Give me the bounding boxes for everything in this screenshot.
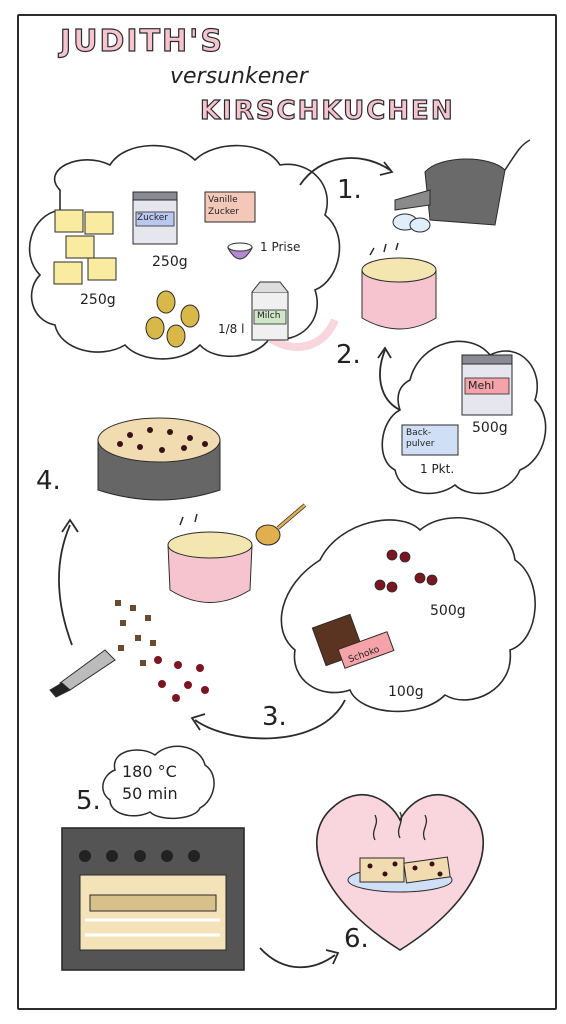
oven-icon [61,827,245,971]
arrow-step4 [58,524,73,646]
milk-carton-icon [251,281,289,341]
temperature-cloud [102,745,215,820]
salt-bowl-icon [227,242,253,260]
eggs-icon [145,290,200,348]
step-4: 4. [36,466,61,496]
mixing-bowl-icon [167,513,253,603]
milk-label: Milch [257,311,281,321]
step-5: 5. [76,786,101,816]
vanilla-sugar-icon [204,191,256,223]
oven-temperature: 180 °C [122,762,177,781]
knife-icon [49,649,116,698]
step-2: 2. [336,340,361,370]
arrow-step3 [194,699,346,740]
baking-powder-icon [401,424,459,456]
chocolate-bar-icon [311,613,395,669]
chocolate-amount: 100g [388,684,424,700]
baking-powder-label: Back-pulver [406,428,435,449]
cherries-amount: 500g [430,603,466,619]
cherries-icon [374,549,438,593]
vanilla-label: Vanille Zucker [208,195,239,217]
title-line2: versunkener [170,64,308,89]
sugar-bag-icon [132,191,178,245]
ingredients-cloud-3 [280,516,536,713]
arrow-step2 [379,349,401,411]
sugar-label: Zucker [137,213,168,223]
salt-amount: 1 Prise [260,240,301,254]
hand-mixer-icon [392,139,531,233]
butter-amount: 250g [80,292,116,308]
flour-amount: 500g [472,420,508,436]
title-line1: JUDITH'S [59,23,224,59]
spoon-icon [255,503,307,546]
flour-label: Mehl [468,379,495,392]
step-6: 6. [344,924,369,954]
cake-tin-icon [97,417,221,501]
step-1: 1. [337,175,362,205]
milk-amount: 1/8 l [218,322,245,336]
flour-bag-icon [461,354,513,416]
chopped-chocolate-icon [115,600,156,666]
sugar-amount: 250g [152,254,188,270]
oven-time: 50 min [122,784,178,803]
batter-bowl-icon [361,242,437,330]
baking-powder-amount: 1 Pkt. [420,462,455,476]
cut-cherries-icon [154,656,209,702]
title-line3: KIRSCHKUCHEN [199,95,455,126]
arrow-step6 [259,947,336,969]
arrow-to-mixer [299,157,391,186]
butter-icon [53,209,117,285]
cake-slices-icon [347,811,453,893]
step-3: 3. [262,702,287,732]
